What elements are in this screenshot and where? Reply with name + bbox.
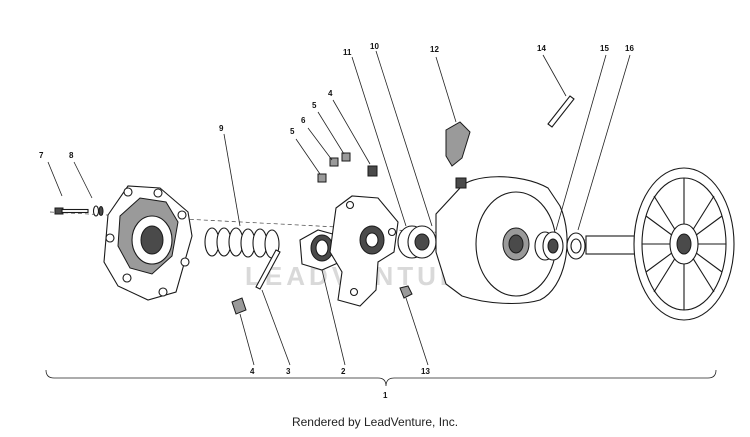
assembly-brace — [45, 369, 717, 387]
callout-11: 11 — [343, 48, 352, 57]
callout-13: 13 — [421, 367, 430, 376]
nut-part-13 — [399, 285, 413, 299]
callout-1: 1 — [383, 391, 388, 400]
callout-15: 15 — [600, 44, 609, 53]
nuts-part-5-6 — [317, 152, 378, 183]
leader-lines — [47, 50, 631, 366]
lock-washer-part-8 — [92, 205, 104, 217]
callout-7: 7 — [39, 151, 44, 160]
fixed-sheave-shaft — [585, 167, 735, 321]
callout-9: 9 — [219, 124, 224, 133]
pin-part-14 — [547, 95, 575, 128]
bolt-part-7 — [54, 207, 89, 215]
spring-part-9 — [204, 227, 280, 259]
washer-part-16 — [566, 232, 586, 260]
callout-2: 2 — [341, 367, 346, 376]
bushing-ring — [397, 225, 437, 259]
cover-plate — [103, 185, 193, 301]
spider-bracket — [329, 195, 399, 307]
callout-4-upper: 4 — [328, 89, 333, 98]
callout-12: 12 — [430, 45, 439, 54]
pin-part-3 — [255, 249, 281, 290]
callout-10: 10 — [370, 42, 379, 51]
callout-3: 3 — [286, 367, 291, 376]
callout-5-upper: 5 — [312, 101, 317, 110]
callout-8: 8 — [69, 151, 74, 160]
roller-part-4-lower — [231, 297, 247, 315]
callout-5-left: 5 — [290, 127, 295, 136]
nut-part-2 — [299, 229, 341, 271]
movable-sheave — [435, 176, 568, 304]
weight-part-12 — [445, 121, 471, 167]
callout-6: 6 — [301, 116, 306, 125]
callout-14: 14 — [537, 44, 546, 53]
callout-16: 16 — [625, 44, 634, 53]
render-credit: Rendered by LeadVenture, Inc. — [291, 415, 459, 429]
callout-4-lower: 4 — [250, 367, 255, 376]
bushing-part-15 — [534, 231, 564, 261]
